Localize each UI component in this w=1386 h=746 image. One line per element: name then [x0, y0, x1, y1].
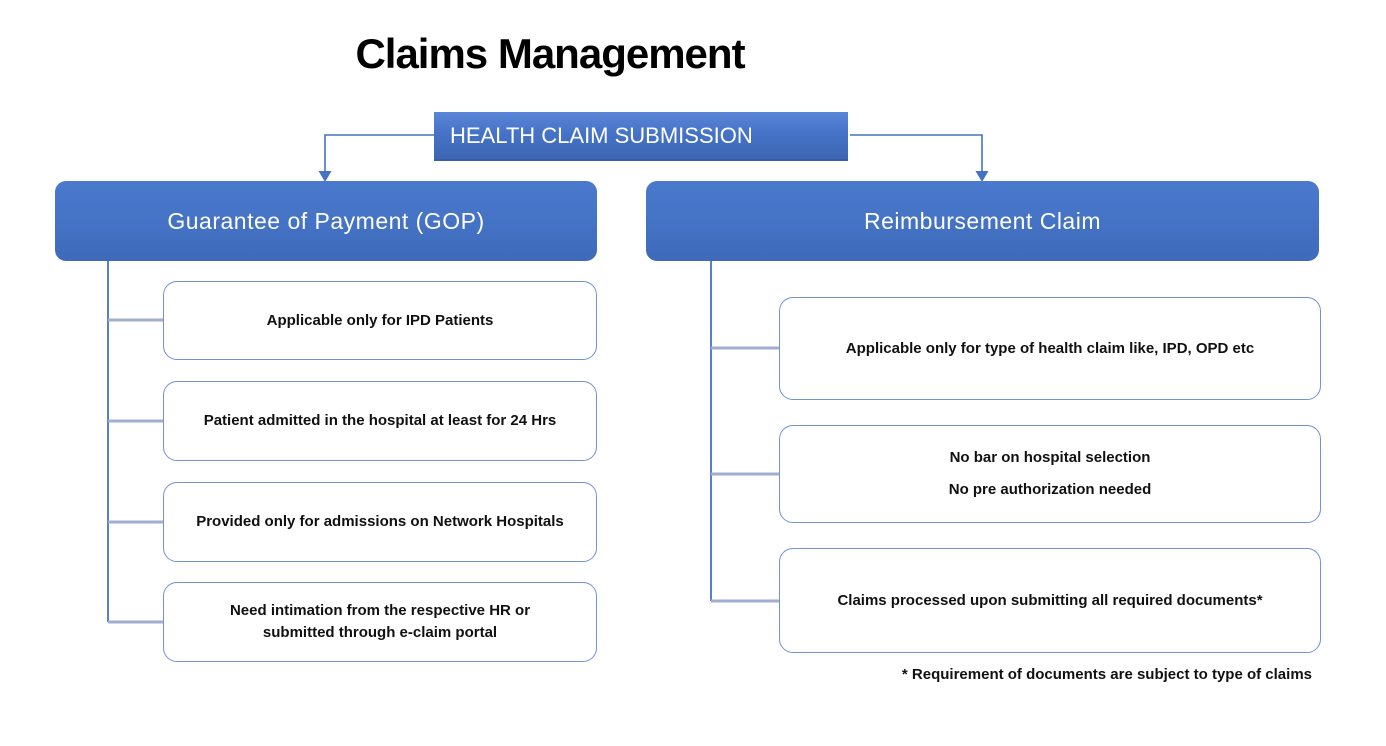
leaf-gop-2-text: Patient admitted in the hospital at leas…	[203, 412, 557, 430]
leaf-gop-2: Patient admitted in the hospital at leas…	[163, 381, 597, 461]
branch-gop-label: Guarantee of Payment (GOP)	[167, 207, 485, 234]
leaf-reimb-1-text: Applicable only for type of health claim…	[845, 339, 1255, 357]
leaf-gop-4: Need intimation from the respective HR o…	[163, 582, 597, 662]
branch-node-gop: Guarantee of Payment (GOP)	[55, 181, 597, 261]
leaf-reimb-3: Claims processed upon submitting all req…	[779, 548, 1321, 653]
leaf-reimb-2: No bar on hospital selection No pre auth…	[779, 425, 1321, 523]
branch-node-reimbursement: Reimbursement Claim	[646, 181, 1319, 261]
branch-reimbursement-label: Reimbursement Claim	[863, 207, 1101, 234]
root-node-label: HEALTH CLAIM SUBMISSION	[450, 122, 753, 148]
page-title: Claims Management	[355, 30, 745, 77]
leaf-reimb-2-text-1: No bar on hospital selection	[949, 449, 1151, 467]
connector-root-to-left	[324, 134, 434, 172]
leaf-reimb-1: Applicable only for type of health claim…	[779, 297, 1321, 400]
connector-root-to-right	[850, 134, 983, 172]
leaf-gop-1-text: Applicable only for IPD Patients	[266, 311, 494, 329]
leaf-gop-3: Provided only for admissions on Network …	[163, 482, 597, 562]
leaf-gop-3-text: Provided only for admissions on Network …	[196, 513, 564, 531]
leaf-reimb-3-text: Claims processed upon submitting all req…	[837, 591, 1263, 609]
footnote: * Requirement of documents are subject t…	[901, 666, 1312, 683]
leaf-gop-4-text: Need intimation from the respective HR o…	[229, 602, 531, 641]
root-node-health-claim-submission: HEALTH CLAIM SUBMISSION	[434, 112, 848, 161]
leaf-reimb-2-text-2: No pre authorization needed	[948, 481, 1152, 498]
leaf-gop-1: Applicable only for IPD Patients	[163, 281, 597, 360]
